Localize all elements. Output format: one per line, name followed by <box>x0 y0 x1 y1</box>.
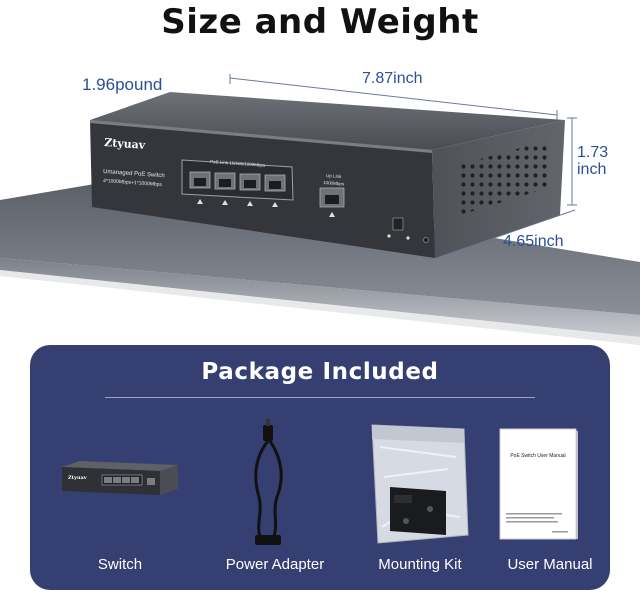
device-uplink-line1: Up Link <box>326 173 342 179</box>
package-item-label: Mounting Kit <box>378 556 462 573</box>
device-uplink-line2: 1000Mbps <box>323 180 345 187</box>
mounting-kit-icon <box>371 424 469 544</box>
package-item-mounting-kit: Mounting Kit <box>360 417 480 587</box>
package-divider <box>105 397 535 398</box>
switch-hero-image: Ztyuav Umanaged PoE Switch 4*1000Mbps+1*… <box>0 74 640 345</box>
package-title: Package Included <box>201 359 439 385</box>
device-model-line1: Umanaged PoE Switch <box>103 169 165 179</box>
device-brand: Ztyuav <box>104 136 146 152</box>
user-manual-icon: PoE Switch User Manual <box>499 428 578 540</box>
length-label: 7.87inch <box>362 70 423 87</box>
device-model-line2: 4*1000Mbps+1*1000Mbps <box>103 178 163 188</box>
package-item-user-manual: PoE Switch User Manual User Manual <box>490 417 610 587</box>
package-item-label: User Manual <box>507 556 593 573</box>
manual-heading: PoE Switch User Manual <box>510 453 565 459</box>
height-label: 1.73 inch <box>577 144 637 178</box>
page-title: Size and Weight <box>161 2 479 42</box>
package-item-label: Switch <box>97 556 143 573</box>
height-unit: inch <box>577 161 607 178</box>
device-poe-label: PoE Link 10/100/1000Mbps <box>210 159 266 168</box>
switch-thumbnail: Ztyuav <box>62 461 178 495</box>
package-item-switch: Ztyuav Switch <box>60 417 180 587</box>
dimension-lines <box>229 74 577 259</box>
package-panel: Package Included Ztyuav Switch Power Ada… <box>30 345 610 590</box>
package-item-power-adapter: Power Adapter <box>215 417 335 587</box>
package-item-label: Power Adapter <box>225 556 325 573</box>
weight-label: 1.96pound <box>82 75 163 94</box>
power-adapter-icon <box>254 419 283 545</box>
switch-thumbnail-brand: Ztyuav <box>68 475 88 481</box>
height-value: 1.73 <box>577 144 609 161</box>
depth-label: 4.65inch <box>503 233 564 250</box>
switch-device: Ztyuav Umanaged PoE Switch 4*1000Mbps+1*… <box>90 92 565 258</box>
